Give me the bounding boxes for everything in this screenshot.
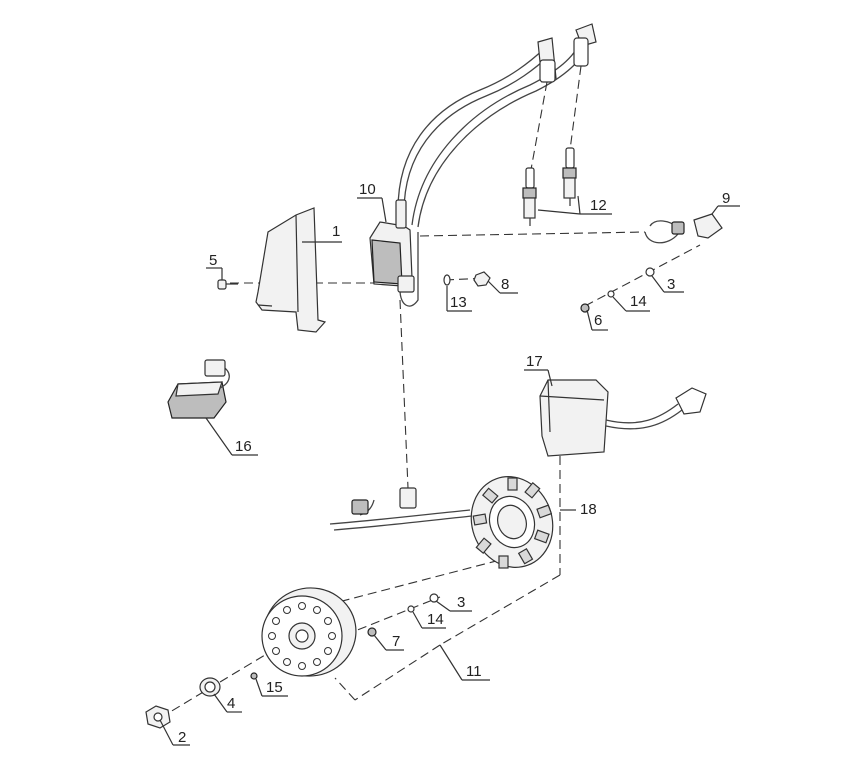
callouts: 1 2 3 3 4 5 6 7 8 9 10 11 12 13 14 14 [159, 181, 740, 746]
plug-caps [537, 23, 597, 83]
spark-plugs [522, 147, 577, 226]
callout-10: 10 [359, 181, 376, 198]
callout-17: 17 [526, 353, 543, 370]
callout-13: 13 [450, 294, 467, 311]
flywheel-rotor [261, 587, 357, 677]
callout-9: 9 [722, 190, 730, 207]
callout-6: 6 [594, 312, 602, 329]
ignition-coil [369, 199, 415, 293]
callout-14-top: 14 [630, 293, 647, 310]
hex-nut [145, 705, 171, 729]
callout-3-bottom: 3 [457, 594, 465, 611]
fasteners-lower [367, 593, 439, 637]
woodruff-key [250, 672, 258, 680]
callout-12: 12 [590, 197, 607, 214]
callout-11: 11 [466, 663, 482, 680]
callout-3-top: 3 [667, 276, 675, 293]
screw [217, 279, 238, 290]
callout-7: 7 [392, 633, 400, 650]
wire-connector [644, 213, 723, 244]
fasteners-top-right [580, 267, 655, 313]
small-fasteners-top [443, 271, 491, 287]
callout-14-bottom: 14 [427, 611, 444, 628]
callout-4: 4 [227, 695, 235, 712]
callout-1: 1 [332, 223, 340, 240]
mounting-bracket [255, 207, 327, 333]
callout-18: 18 [580, 501, 597, 518]
washer [199, 677, 221, 697]
callout-16: 16 [235, 438, 252, 455]
callout-5: 5 [209, 252, 217, 269]
callout-2: 2 [178, 729, 186, 746]
stator [329, 476, 554, 569]
callout-15: 15 [266, 679, 283, 696]
cdi-unit [539, 379, 707, 457]
callout-8: 8 [501, 276, 509, 293]
voltage-regulator [167, 359, 233, 456]
ht-wires [397, 41, 588, 307]
